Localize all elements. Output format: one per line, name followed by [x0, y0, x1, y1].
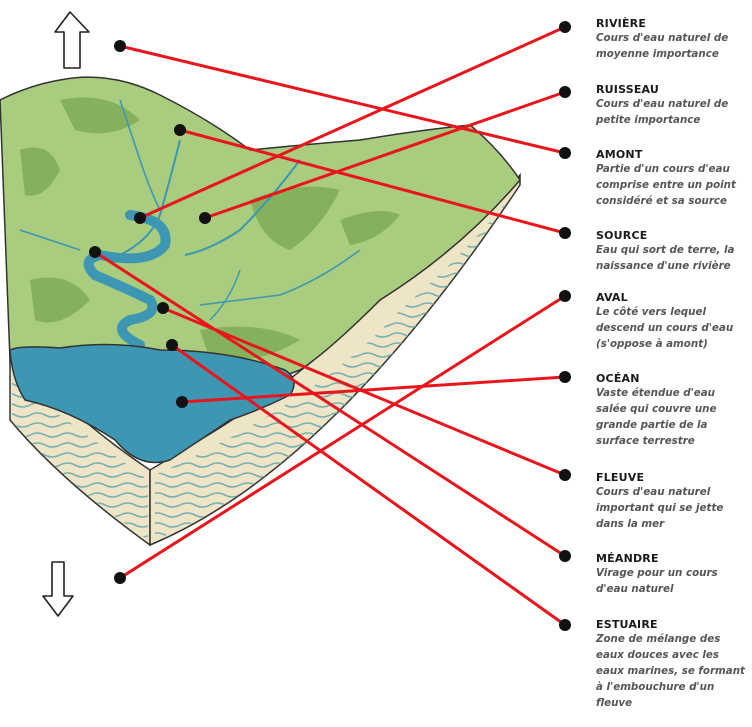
- connector-dot-amont-label: [559, 147, 571, 159]
- term-definition: Cours d'eau naturel de petite importance: [596, 98, 729, 126]
- stream: [119, 99, 161, 211]
- connector-line-amont: [118, 44, 567, 155]
- term-source: SOURCE Eau qui sort de terre, la naissan…: [596, 229, 748, 274]
- term-definition: Cours d'eau naturel important qui se jet…: [596, 486, 724, 530]
- connector-dot-meandre-target: [89, 246, 101, 258]
- term-title: AVAL: [596, 291, 628, 304]
- term-ruisseau: RUISSEAU Cours d'eau naturel de petite i…: [596, 83, 748, 128]
- soil-strata-right: [155, 190, 516, 540]
- connector-dot-riviere-label: [559, 21, 571, 33]
- term-amont: AMONT Partie d'un cours d'eau comprise e…: [596, 148, 748, 209]
- connector-dot-meandre-label: [559, 550, 571, 562]
- term-title: AMONT: [596, 148, 643, 161]
- connector-dot-aval-target: [114, 572, 126, 584]
- connector-dot-ocean-target: [176, 396, 188, 408]
- forest-patch: [20, 147, 60, 196]
- term-riviere: RIVIÈRE Cours d'eau naturel de moyenne i…: [596, 17, 748, 62]
- forest-patch: [340, 211, 400, 245]
- term-title: SOURCE: [596, 229, 648, 242]
- connector-line-riviere: [138, 25, 567, 220]
- term-title: OCÉAN: [596, 372, 640, 385]
- term-fleuve: FLEUVE Cours d'eau naturel important qui…: [596, 471, 748, 532]
- term-title: ESTUAIRE: [596, 618, 658, 631]
- connector-dot-amont-target: [114, 40, 126, 52]
- connector-dot-source-label: [559, 227, 571, 239]
- connector-dot-ruisseau-target: [199, 212, 211, 224]
- connector-dot-riviere-target: [134, 212, 146, 224]
- term-definition: Virage pour un cours d'eau naturel: [596, 567, 718, 595]
- term-definition: Eau qui sort de terre, la naissance d'un…: [596, 244, 735, 272]
- stream: [209, 269, 241, 321]
- stream: [184, 159, 301, 256]
- forest-patch: [30, 277, 90, 323]
- arrow-up-icon: [54, 11, 90, 69]
- connector-dot-estuaire-target: [166, 339, 178, 351]
- term-definition: Le côté vers lequel descend un cours d'e…: [596, 306, 734, 350]
- landscape-block: [0, 76, 521, 547]
- forest-patch: [250, 186, 340, 250]
- term-definition: Cours d'eau naturel de moyenne importanc…: [596, 32, 729, 60]
- forest-patch: [60, 97, 140, 134]
- soil-strata-left: [12, 380, 148, 540]
- main-river: [83, 210, 171, 350]
- term-definition: Vaste étendue d'eau salée qui couvre une…: [596, 387, 717, 447]
- connector-dot-ruisseau-label: [559, 86, 571, 98]
- connector-dot-source-target: [174, 124, 186, 136]
- term-title: RUISSEAU: [596, 83, 660, 96]
- term-definition: Partie d'un cours d'eau comprise entre u…: [596, 163, 736, 207]
- term-definition: Zone de mélange des eaux douces avec les…: [596, 633, 745, 709]
- connector-dot-fleuve-label: [559, 469, 571, 481]
- term-meandre: MÉANDRE Virage pour un cours d'eau natur…: [596, 552, 748, 597]
- term-title: MÉANDRE: [596, 552, 659, 565]
- connector-dot-fleuve-target: [157, 302, 169, 314]
- connector-dot-estuaire-label: [559, 619, 571, 631]
- stream: [119, 139, 181, 256]
- connector-dot-ocean-label: [559, 371, 571, 383]
- stream: [19, 229, 81, 251]
- term-ocean: OCÉAN Vaste étendue d'eau salée qui couv…: [596, 372, 748, 449]
- connector-line-source: [178, 128, 567, 235]
- connector-dot-aval-label: [559, 290, 571, 302]
- connector-dots: [89, 21, 571, 631]
- connector-line-meandre: [93, 250, 567, 558]
- ocean-water: [9, 343, 295, 464]
- connector-line-aval: [118, 294, 567, 580]
- term-title: FLEUVE: [596, 471, 645, 484]
- arrow-down-icon: [42, 561, 74, 617]
- term-estuaire: ESTUAIRE Zone de mélange des eaux douces…: [596, 618, 748, 711]
- term-aval: AVAL Le côté vers lequel descend un cour…: [596, 291, 748, 352]
- connector-lines: [93, 25, 567, 627]
- connector-line-ruisseau: [203, 90, 567, 220]
- connector-line-fleuve: [161, 306, 567, 477]
- connector-line-estuaire: [170, 343, 567, 627]
- term-title: RIVIÈRE: [596, 17, 647, 30]
